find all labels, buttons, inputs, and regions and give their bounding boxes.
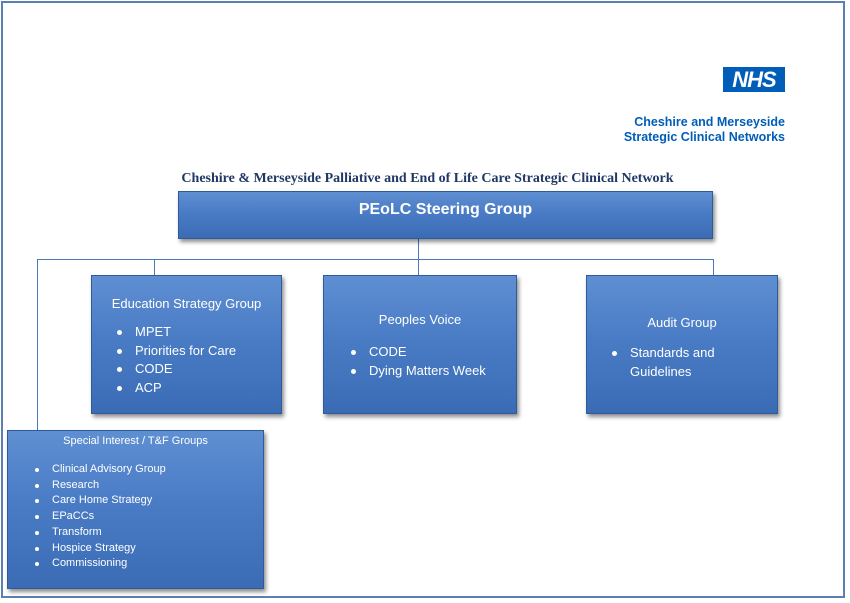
nhs-logo: NHS — [723, 67, 785, 92]
list-item: EPaCCs — [28, 509, 263, 525]
special-interest-title: Special Interest / T&F Groups — [63, 435, 208, 447]
list-item: Research — [28, 478, 263, 494]
connector-education-drop — [154, 259, 155, 275]
steering-group-box: PEoLC Steering Group — [178, 191, 713, 239]
connector-audit-drop — [713, 259, 714, 275]
education-group-title: Education Strategy Group — [111, 296, 262, 311]
connector-peoples-drop — [418, 259, 419, 275]
special-interest-list: Clinical Advisory Group Research Care Ho… — [28, 462, 263, 572]
network-title: Cheshire & Merseyside Palliative and End… — [181, 171, 674, 186]
list-item: Hospice Strategy — [28, 541, 263, 557]
audit-group-title: Audit Group — [647, 315, 717, 330]
list-item: ACP — [111, 379, 281, 398]
list-item: CODE — [111, 360, 281, 379]
list-item: Transform — [28, 525, 263, 541]
education-group-list: MPET Priorities for Care CODE ACP — [111, 323, 281, 397]
connector-special-drop — [37, 259, 38, 430]
org-name-line-2: Strategic Clinical Networks — [623, 130, 785, 144]
audit-group-box: Audit Group Standards and Guidelines — [586, 275, 778, 414]
org-name-line-1: Cheshire and Merseyside — [634, 115, 785, 129]
peoples-voice-box: Peoples Voice CODE Dying Matters Week — [323, 275, 517, 414]
special-interest-box: Special Interest / T&F Groups Clinical A… — [7, 430, 264, 589]
education-strategy-group-box: Education Strategy Group MPET Priorities… — [91, 275, 282, 414]
list-item: Commissioning — [28, 556, 263, 572]
peoples-voice-list: CODE Dying Matters Week — [345, 343, 516, 380]
steering-group-title: PEoLC Steering Group — [358, 201, 533, 218]
list-item: CODE — [345, 343, 516, 362]
list-item: Standards and Guidelines — [606, 344, 736, 381]
connector-horizontal — [37, 259, 714, 260]
list-item: Priorities for Care — [111, 342, 281, 361]
peoples-voice-title: Peoples Voice — [378, 312, 462, 327]
connector-steering-down — [418, 239, 419, 260]
list-item: Dying Matters Week — [345, 362, 516, 381]
list-item: MPET — [111, 323, 281, 342]
audit-group-list: Standards and Guidelines — [606, 344, 736, 381]
list-item: Clinical Advisory Group — [28, 462, 263, 478]
list-item: Care Home Strategy — [28, 493, 263, 509]
